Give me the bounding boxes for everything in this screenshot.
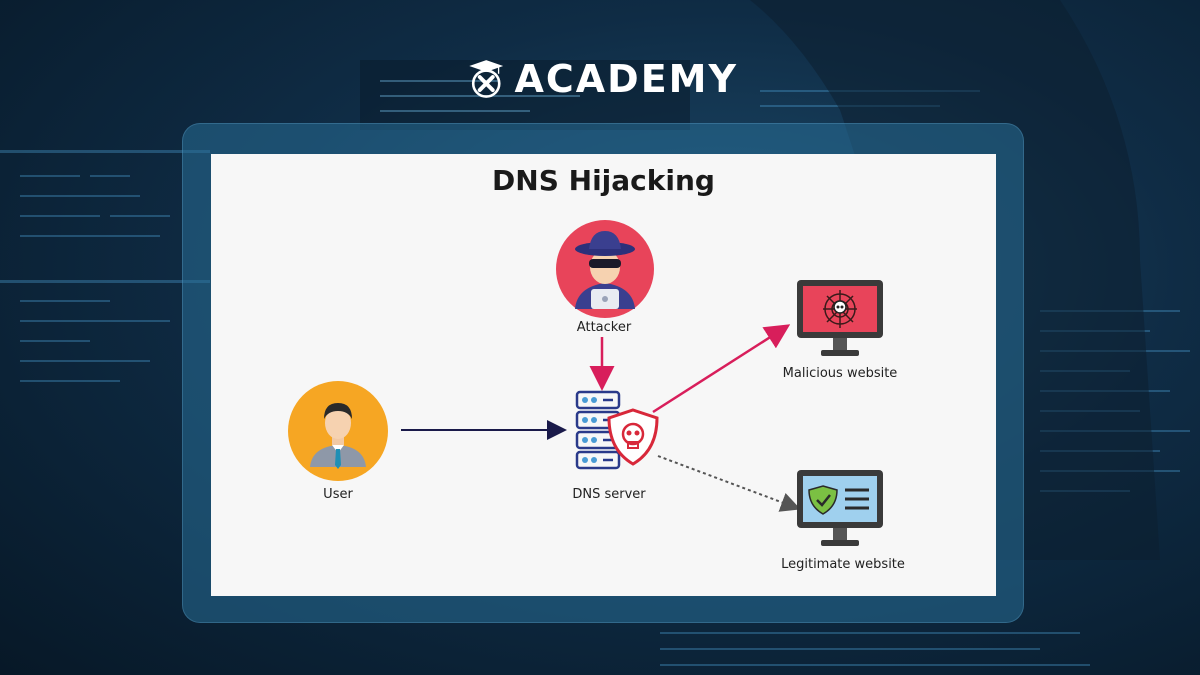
academy-logo: ACADEMY	[468, 48, 738, 110]
legitimate-monitor-icon	[797, 470, 883, 546]
diagram-title: DNS Hijacking	[492, 164, 715, 197]
brand-name: ACADEMY	[514, 57, 738, 101]
skull-shield-icon	[607, 408, 659, 466]
user-label: User	[323, 487, 353, 502]
dns-server-label: DNS server	[572, 487, 646, 502]
arrow-dns-to-malicious	[652, 324, 791, 414]
diagram-panel: DNS Hijacking User	[211, 154, 996, 596]
user-icon	[288, 381, 388, 481]
diagram-arrows	[401, 324, 801, 512]
server-icon	[575, 390, 659, 470]
malicious-monitor-icon	[797, 280, 883, 356]
arrow-dns-to-legitimate	[657, 455, 801, 512]
malicious-label: Malicious website	[782, 366, 898, 381]
attacker-icon	[556, 220, 654, 318]
graduation-cap-icon	[469, 60, 504, 98]
attacker-label: Attacker	[576, 320, 632, 335]
legitimate-label: Legitimate website	[781, 557, 905, 572]
